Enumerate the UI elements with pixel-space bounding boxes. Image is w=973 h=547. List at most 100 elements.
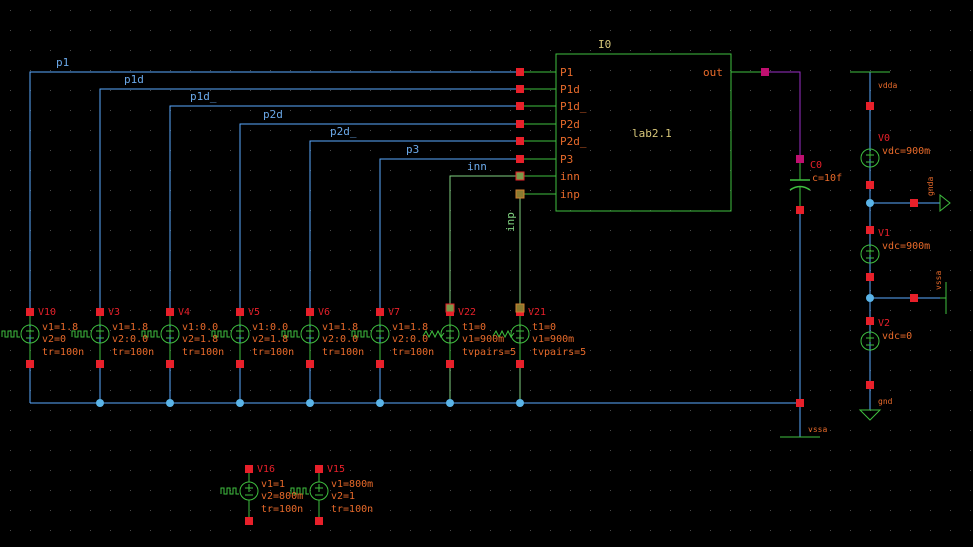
source-labels: V10 v1=1.8 v2=0 tr=100n V3 v1=1.8 v2:0.0… [38,307,586,358]
dc-source-V2[interactable] [860,331,880,351]
source-prop1-V16: v1=1 [261,479,285,490]
junction-dot [866,294,874,302]
pin-label-P3: P3 [560,153,573,166]
source-prop2-V22: v1=900m [462,334,504,345]
net-label-vdda: vdda [878,81,897,90]
wire-p1d_[interactable] [169,105,520,403]
wire-p1d[interactable] [99,88,520,403]
source-prop2-V5: v2=1.8 [252,334,288,345]
source-prop2-V10: v2=0 [42,334,66,345]
net-label-gnda: gnda [926,177,935,196]
net-label-inn: inn [467,160,487,173]
source-prop1-V21: t1=0 [532,322,556,333]
net-label-inp: inp [504,212,517,232]
instance-pins [515,68,769,199]
source-prop3-V10: tr=100n [42,347,84,358]
pin-label-P2d_: P2d_ [560,135,587,148]
net-label-p2d: p2d [263,108,283,121]
source-name-V6: V6 [318,307,330,318]
instance-name: I0 [598,38,611,51]
capacitor-C0[interactable]: C0 c=10f [789,155,842,214]
source-prop1-V5: v1:0.0 [252,322,288,333]
junction-dot [866,199,874,207]
source-prop1-V4: v1:0.0 [182,322,218,333]
pin-inn[interactable] [515,171,525,181]
pulse-source-V6[interactable] [281,308,320,368]
pulse-source-V4[interactable] [141,308,180,368]
net-labels: p1 p1d p1d_ p2d p2d_ p3 inn inp [56,56,517,232]
pin-out[interactable] [761,68,769,76]
source-prop2-V16: v2=800m [261,491,303,502]
pulse-source-V15[interactable] [290,465,329,525]
pulse-source-V3[interactable] [71,308,110,368]
source-prop3-V7: tr=100n [392,347,434,358]
source-prop1-V15: v1=800m [331,479,373,490]
source-name-V15: V15 [327,464,345,475]
pin-P2d[interactable] [516,120,524,128]
dc-supplies [860,148,880,351]
bottom-sources [220,465,329,525]
supply-labels: V0 vdc=900m V1 vdc=900m V2 vdc=0 [878,133,930,342]
source-prop1-V3: v1=1.8 [112,322,148,333]
source-prop3-V15: tr=100n [331,504,373,515]
bottom-source-labels: V16 v1=1 v2=800m tr=100n V15 v1=800m v2=… [257,464,373,515]
pin-P1d[interactable] [516,85,524,93]
dc-source-V0[interactable] [860,148,880,168]
source-prop2-V3: v2:0.0 [112,334,148,345]
source-prop3-V5: tr=100n [252,347,294,358]
junction-dot [376,399,384,407]
pulse-source-V5[interactable] [211,308,250,368]
pulse-source-V16[interactable] [220,465,259,525]
source-prop3-V3: tr=100n [112,347,154,358]
source-prop2-V21: v1=900m [532,334,574,345]
source-name-V3: V3 [108,307,120,318]
junction-dot [306,399,314,407]
source-prop2-V7: v2:0.0 [392,334,428,345]
junctions [96,199,874,407]
junction-dot [96,399,104,407]
source-name-V22: V22 [458,307,476,318]
pin-inp[interactable] [515,189,525,199]
source-prop1-V7: v1=1.8 [392,322,428,333]
source-name-V16: V16 [257,464,275,475]
pin-P1d_[interactable] [516,102,524,110]
net-label-p1d: p1d [124,73,144,86]
net-label-p1d_: p1d_ [190,90,217,103]
source-name-V4: V4 [178,307,190,318]
net-label-p2d_: p2d_ [330,125,357,138]
instance-I0[interactable]: I0 lab2.1 P1 P1d P1d_ P2d P2d_ P3 inn in… [520,38,765,212]
capacitor-value: c=10f [812,173,842,184]
supply-name-V2: V2 [878,318,890,329]
source-name-V7: V7 [388,307,400,318]
pin-P3[interactable] [516,155,524,163]
source-prop3-V6: tr=100n [322,347,364,358]
vssa-ground-symbol: vssa [780,425,827,438]
pin-P1[interactable] [516,68,524,76]
source-name-V21: V21 [528,307,546,318]
pin-label-out: out [703,66,723,79]
dc-source-V1[interactable] [860,244,880,264]
net-label-vssa: vssa [808,425,827,434]
net-label-p3: p3 [406,143,419,156]
supply-prop-V1: vdc=900m [882,241,930,252]
supply-name-V0: V0 [878,133,890,144]
source-prop1-V6: v1=1.8 [322,322,358,333]
pin-label-inn: inn [560,170,580,183]
pin-label-P1d: P1d [560,83,580,96]
net-label-p1: p1 [56,56,69,69]
junction-dot [446,399,454,407]
source-name-V10: V10 [38,307,56,318]
supply-prop-V2: vdc=0 [882,331,912,342]
wire-p1[interactable] [29,71,520,403]
pulse-source-V7[interactable] [351,308,390,368]
supply-pins [866,102,918,389]
pin-label-P1: P1 [560,66,573,79]
supply-column: vdda gnda vssa gnd [850,71,951,421]
pin-P2d_[interactable] [516,137,524,145]
pin-label-P1d_: P1d_ [560,100,587,113]
pulse-source-V10[interactable] [1,308,40,368]
supply-prop-V0: vdc=900m [882,146,930,157]
pulse-sources [1,303,530,368]
junction-dot [166,399,174,407]
